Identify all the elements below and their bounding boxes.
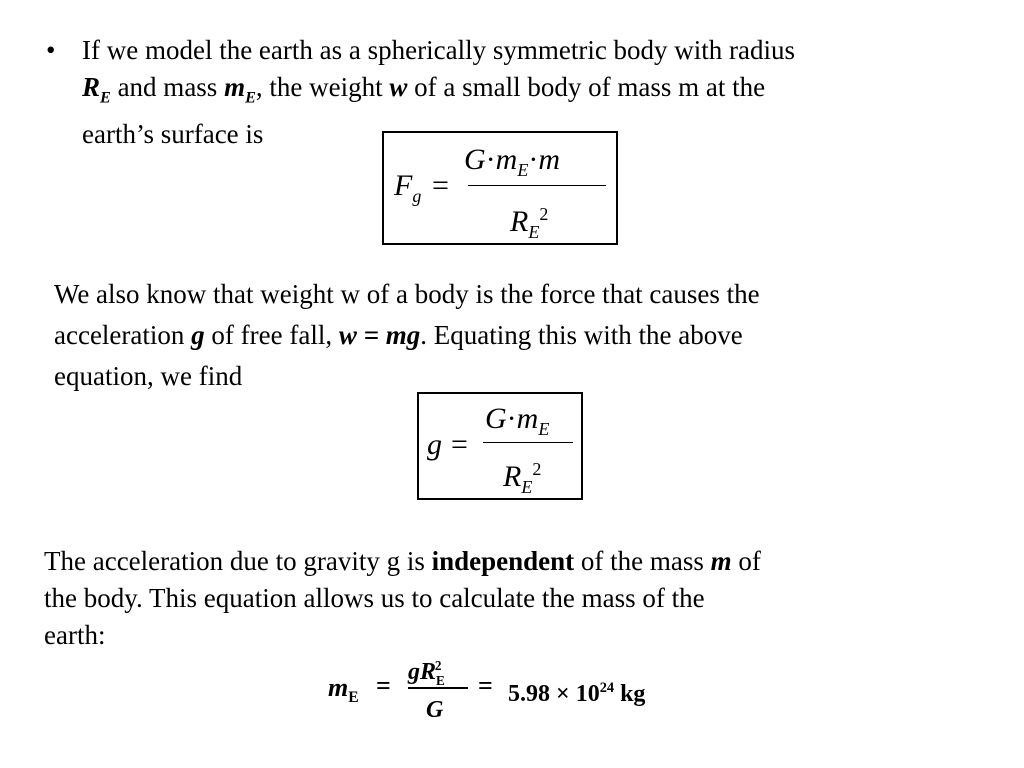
eq1-lhs: Fg — [394, 169, 422, 207]
eq1-denominator: RE2 — [510, 204, 549, 242]
mass-m-symbol: m — [710, 546, 732, 576]
eq2-equals: = — [451, 428, 468, 461]
eq1-equals: = — [432, 169, 449, 202]
eq3-equals-1: = — [376, 671, 391, 700]
eq3-denominator: G — [426, 697, 444, 723]
p1-line2: RE and mass mE, the weight w of a small … — [82, 69, 795, 116]
p1-text-and-mass: and mass — [110, 72, 225, 102]
p2-line2: acceleration g of free fall, w = mg. Equ… — [54, 320, 743, 350]
p1-line1: If we model the earth as a spherically s… — [82, 35, 796, 65]
paragraph-3: The acceleration due to gravity g is ind… — [44, 543, 761, 654]
paragraph-2: We also know that weight w of a body is … — [54, 274, 760, 397]
accel-symbol: g — [191, 320, 205, 350]
weight-symbol: w — [389, 72, 408, 102]
eq3-fraction-bar — [408, 687, 468, 689]
equation-earth-mass: mE = gRE2 G = 5.98 × 1024 kg — [328, 645, 708, 725]
eq3-value: 5.98 × 1024 kg — [508, 680, 646, 707]
p1-line3: earth’s surface is — [82, 119, 264, 150]
p2-line1: We also know that weight w of a body is … — [54, 279, 760, 309]
eq2-denominator: RE2 — [503, 459, 542, 497]
paragraph-1: If we model the earth as a spherically s… — [82, 32, 795, 153]
eq2-fraction-bar — [483, 442, 573, 443]
mass-subscript: E — [245, 88, 256, 107]
mass-symbol: m — [224, 72, 246, 102]
p2-line3: equation, we find — [54, 361, 243, 391]
eq3-numerator: gRE2 — [408, 658, 445, 688]
weight-relation: w = mg — [338, 320, 421, 350]
p1-text-small-body: of a small body of mass m at the — [407, 72, 766, 102]
radius-subscript: E — [100, 88, 111, 107]
eq2-lhs: g — [427, 428, 442, 461]
p3-line2: the body. This equation allows us to cal… — [44, 583, 705, 613]
emphasis-independent: independent — [431, 546, 575, 576]
p1-text-weight: , the weight — [255, 72, 390, 102]
eq3-lhs: mE — [328, 673, 359, 707]
equation-box-gravity: g = G·mE RE2 — [417, 392, 583, 500]
eq1-fraction-bar — [468, 185, 606, 186]
equation-box-force: Fg = G·mE·m RE2 — [382, 131, 618, 245]
eq2-numerator: G·mE — [485, 402, 550, 440]
p3-line3: earth: — [44, 620, 106, 650]
radius-symbol: R — [82, 72, 101, 102]
p3-line1: The acceleration due to gravity g is ind… — [44, 546, 761, 576]
eq3-equals-2: = — [478, 671, 493, 700]
eq1-numerator: G·mE·m — [464, 143, 561, 181]
bullet-marker: • — [46, 35, 56, 65]
